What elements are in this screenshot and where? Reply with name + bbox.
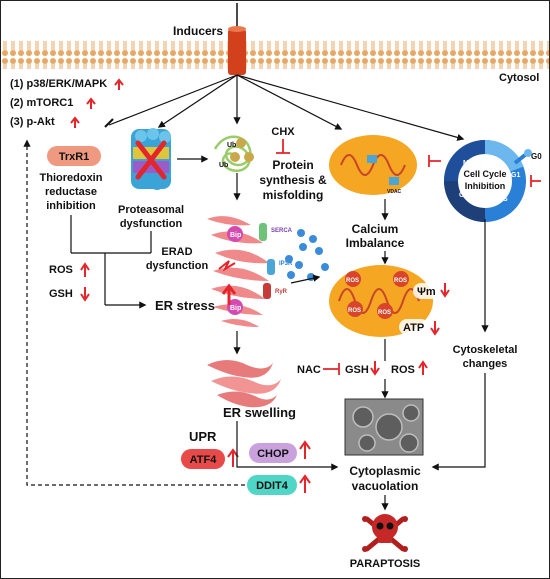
ddit4-feedback-dashed-arrow: [23, 139, 259, 486]
gsh-left-down-arrow: [80, 287, 90, 302]
pathway-3-label: (3) p-Akt: [10, 116, 55, 128]
er-stress-up-arrow: [221, 283, 237, 305]
atf4-up-arrow: [227, 448, 239, 467]
serca-label: SERCA: [271, 228, 293, 234]
chx-label: CHX: [271, 126, 295, 138]
receptor-signal-arrows: [104, 74, 465, 141]
chop-label: CHOP: [257, 448, 289, 460]
trxr1-pill: [47, 146, 101, 166]
ddit4-up-arrow: [299, 474, 311, 493]
paraptosis-label: PARAPTOSIS: [350, 558, 421, 570]
ros-label-left: ROS: [49, 264, 73, 276]
mito-ros-label-3: ROS: [348, 308, 361, 314]
trxr1-label: TrxR1: [59, 151, 90, 163]
cytoskeletal-label-line2: changes: [463, 358, 508, 370]
calcium-ions: [285, 229, 329, 281]
er-stack-icon: [207, 216, 275, 327]
ddit4-pill: [247, 475, 297, 495]
psi-m-pill: [413, 283, 439, 299]
pathway-3-up-arrow: [70, 116, 80, 128]
protein-label-line3: misfolding: [263, 188, 324, 202]
er-swelling-label: ER swelling: [223, 405, 296, 420]
gsh-label-left: GSH: [49, 288, 73, 300]
cell-membrane: [1, 41, 549, 69]
proteasomal-label-line2: dysfunction: [120, 218, 183, 230]
mito-ros-label-4: ROS: [378, 310, 391, 316]
mito-ros-label-1: ROS: [346, 278, 359, 284]
lightning-icon: [218, 260, 236, 272]
atf4-label: ATF4: [190, 454, 218, 466]
atp-label: ATP: [403, 322, 424, 334]
erad-label-line1: ERAD: [161, 246, 192, 258]
mito-ros-label-2: ROS: [394, 278, 407, 284]
vacuolation-micrograph: [344, 398, 424, 456]
proteasomal-label-line1: Proteasomal: [118, 204, 184, 216]
cell-cycle-icon: [444, 139, 532, 222]
pathway-1-up-arrow: [114, 78, 124, 90]
receptor-channel: [228, 3, 246, 75]
nac-inhibit-symbol: [323, 363, 340, 375]
ros-right-up-arrow: [418, 360, 428, 375]
mito-cellcycle-inhibit-left: [428, 155, 441, 167]
skull-crossbones-icon: [362, 514, 408, 552]
ub-label-2: Ub: [219, 162, 228, 169]
chop-pill: [249, 443, 297, 463]
pathway-2-up-arrow: [86, 97, 96, 109]
calcium-label-line2: Imbalance: [346, 236, 405, 250]
trxr-to-er-stress-lines: [70, 215, 152, 309]
proteasome-icon: [131, 128, 171, 190]
g0-label: G0: [531, 152, 542, 161]
ip3r-label: IP3R: [279, 261, 293, 267]
er-stress-label: ER stress: [155, 298, 215, 313]
cell-cycle-label-line1: Cell Cycle: [463, 169, 506, 179]
mitochondrion-top-icon: [329, 135, 417, 195]
upr-to-vacuole-arrow: [236, 421, 339, 471]
calcium-to-mito-arrow: [290, 274, 321, 284]
inducers-label: Inducers: [173, 24, 223, 38]
erad-label-line2: dysfunction: [146, 260, 209, 272]
thioredoxin-label-line2: reductase: [45, 186, 97, 198]
chop-up-arrow: [299, 440, 311, 459]
misfolded-protein-icon: Ub Ub: [213, 135, 254, 172]
cytoplasmic-label-line1: Cytoplasmic: [349, 464, 421, 478]
gsh-label-right: GSH: [345, 364, 369, 376]
chx-inhibit-symbol: [276, 139, 290, 154]
s-label: S: [503, 196, 508, 203]
cellcycle-inhibit-right: [530, 175, 541, 187]
atp-down-arrow: [430, 321, 440, 336]
nac-label: NAC: [297, 364, 321, 376]
pathway-2-label: (2) mTORC1: [10, 97, 73, 109]
thioredoxin-label-line1: Thioredoxin: [40, 172, 103, 184]
psi-m-down-arrow: [440, 283, 450, 298]
ub-label-1: Ub: [227, 142, 236, 149]
cytosol-label: Cytosol: [499, 72, 539, 84]
cytoskeletal-label-line1: Cytoskeletal: [453, 344, 518, 356]
upr-label: UPR: [189, 429, 217, 444]
ryr-label: RyR: [275, 289, 288, 295]
ddit4-label: DDIT4: [256, 480, 289, 492]
g1-label: G1: [511, 172, 520, 179]
protein-label-line1: Protein: [272, 158, 313, 172]
pathway-1-label: (1) p38/ERK/MAPK: [10, 78, 107, 90]
ros-label-right: ROS: [391, 364, 415, 376]
atp-pill: [399, 319, 429, 335]
g2-label: G2: [459, 192, 468, 199]
vdac-label: VDAC: [387, 189, 402, 195]
bip-label-2: Bip: [230, 305, 241, 312]
cell-cycle-label-line2: Inhibition: [465, 181, 506, 191]
protein-label-line2: synthesis &: [259, 173, 327, 187]
gsh-right-down-arrow: [370, 361, 380, 376]
bip-label-1: Bip: [230, 232, 241, 239]
swollen-er-icon: [207, 360, 281, 408]
psi-m-label: Ψm: [417, 286, 436, 298]
cytoplasmic-label-line2: vacuolation: [352, 479, 419, 493]
atf4-pill: [181, 449, 225, 469]
m-label: M: [463, 160, 469, 167]
thioredoxin-label-line3: inhibition: [46, 200, 96, 212]
ros-left-up-arrow: [80, 262, 90, 277]
cytoskeletal-to-vacuole-arrow: [431, 373, 486, 471]
calcium-label-line1: Calcium: [352, 222, 399, 236]
